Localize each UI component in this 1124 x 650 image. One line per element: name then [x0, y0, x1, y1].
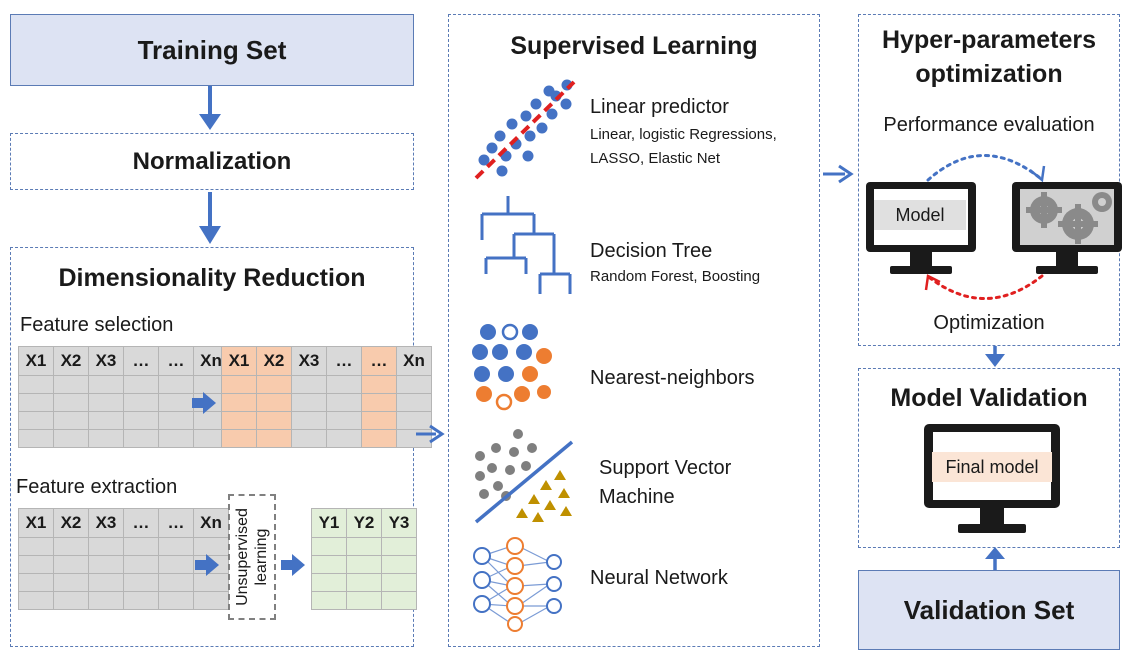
normalization-box: Normalization — [10, 133, 414, 190]
arrow-right-icon — [416, 424, 445, 444]
arrow-down-icon — [199, 192, 221, 244]
normalization-label: Normalization — [132, 147, 292, 175]
linear-predictor-sub1: Linear, logistic Regressions, — [590, 126, 777, 143]
unsupervised-learning-box: Unsupervised learning — [228, 494, 276, 620]
col-header: X3 — [88, 346, 124, 376]
arrow-right-icon — [195, 554, 219, 576]
monitor-gears-icon — [1012, 182, 1122, 274]
col-header: … — [123, 346, 159, 376]
col-header: X2 — [53, 346, 89, 376]
svm-label: Support Vector — [599, 457, 732, 479]
training-set-label: Training Set — [137, 34, 287, 65]
performance-evaluation-label: Performance evaluation — [883, 114, 1095, 136]
col-header: Xn — [396, 346, 432, 376]
col-header-extracted: Y3 — [381, 508, 417, 538]
arrow-right-icon — [281, 554, 305, 576]
svm-label-line2: Machine — [599, 486, 675, 508]
col-header-selected: X1 — [221, 346, 257, 376]
col-header: Xn — [193, 508, 229, 538]
col-header: … — [158, 346, 194, 376]
feature-selection-label: Feature selection — [20, 314, 174, 336]
final-model-label: Final model — [932, 452, 1052, 482]
nearest-neighbors-icon — [472, 323, 552, 411]
col-header: … — [123, 508, 159, 538]
model-label: Model — [874, 200, 966, 230]
validation-set-label: Validation Set — [903, 594, 1075, 625]
col-header: X3 — [291, 346, 327, 376]
monitor-icon — [924, 424, 1060, 533]
col-header: X2 — [53, 508, 89, 538]
hyperparameters-title-line2: optimization — [915, 60, 1063, 88]
arrow-down-icon — [199, 86, 221, 130]
optimization-label: Optimization — [933, 312, 1045, 334]
training-set-box: Training Set — [10, 14, 414, 86]
col-header-selected: X2 — [256, 346, 292, 376]
arrow-right-icon — [192, 392, 216, 414]
hyperparameters-title: Hyper-parameters — [882, 26, 1096, 54]
hyperparameters-panel — [858, 14, 1120, 346]
col-header-extracted: Y1 — [311, 508, 347, 538]
col-header: X1 — [18, 346, 54, 376]
feature-table-input: X1 X2 X3 … … Xn — [18, 346, 229, 448]
decision-tree-sub: Random Forest, Boosting — [590, 268, 761, 285]
col-header: X1 — [18, 508, 54, 538]
svm-icon — [474, 429, 574, 524]
decision-tree-label: Decision Tree — [590, 240, 713, 262]
unsupervised-learning-label: Unsupervised learning — [234, 508, 270, 606]
model-validation-title: Model Validation — [890, 384, 1088, 412]
neural-network-label: Neural Network — [590, 567, 728, 589]
supervised-learning-title: Supervised Learning — [510, 32, 758, 60]
arrow-down-icon — [985, 346, 1005, 367]
arrow-right-icon — [823, 164, 854, 184]
optimization-arc-icon — [924, 274, 1044, 300]
decision-tree-icon — [480, 196, 572, 294]
linear-regression-icon — [474, 79, 576, 180]
col-header: … — [326, 346, 362, 376]
evaluation-arc-icon — [926, 154, 1046, 183]
feature-table-selected: X1 X2 X3 … … Xn — [221, 346, 432, 448]
dim-reduction-title: Dimensionality Reduction — [58, 264, 366, 292]
neural-network-icon — [473, 537, 562, 632]
col-header: … — [158, 508, 194, 538]
linear-predictor-label: Linear predictor — [590, 96, 729, 118]
validation-set-box: Validation Set — [858, 570, 1120, 650]
col-header-extracted: Y2 — [346, 508, 382, 538]
feature-extraction-label: Feature extraction — [16, 476, 178, 498]
linear-predictor-sub2: LASSO, Elastic Net — [590, 150, 721, 167]
nearest-neighbors-label: Nearest-neighbors — [590, 367, 755, 389]
monitor-icon — [866, 182, 976, 274]
arrow-up-icon — [985, 547, 1005, 570]
col-header-selected: … — [361, 346, 397, 376]
extracted-feature-table: Y1 Y2 Y3 — [311, 508, 417, 610]
col-header: X3 — [88, 508, 124, 538]
